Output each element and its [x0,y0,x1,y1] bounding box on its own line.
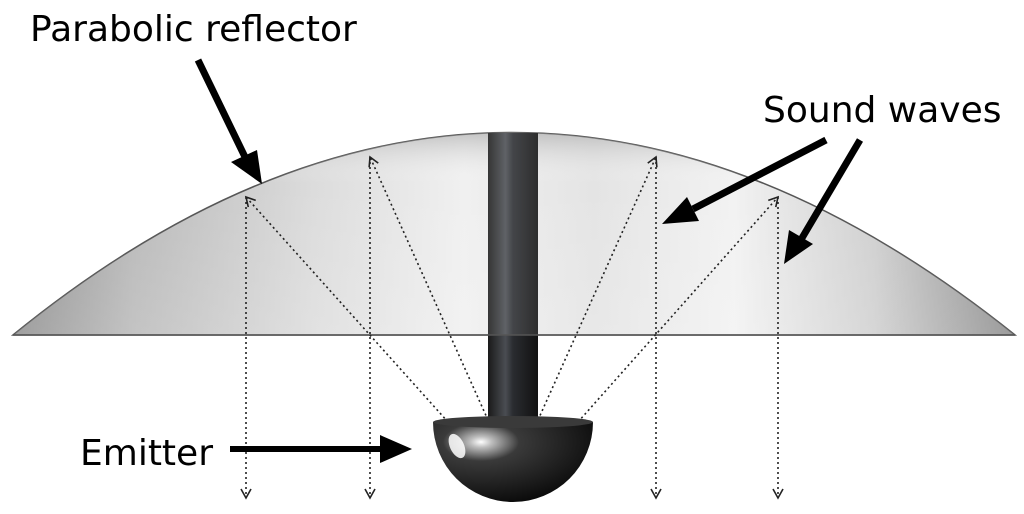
sound-waves-label: Sound waves [763,90,1002,131]
waves-pointer-arrow-2 [784,138,864,264]
emitter-label: Emitter [80,433,213,474]
support-rod [488,133,538,425]
ray-to-reflector-3 [537,155,658,421]
sound-wave-rays [244,155,780,423]
pointer-arrows [194,58,864,463]
ray-to-reflector-2 [368,155,489,421]
reflector-label: Parabolic reflector [30,9,357,50]
emitter-hemisphere [433,416,593,502]
reflector-pointer-arrow [194,58,262,184]
waves-pointer-arrow-1 [662,136,828,224]
ray-to-reflector-1 [244,195,449,423]
emitter-pointer-arrow [230,435,412,463]
ray-to-reflector-4 [577,195,780,423]
